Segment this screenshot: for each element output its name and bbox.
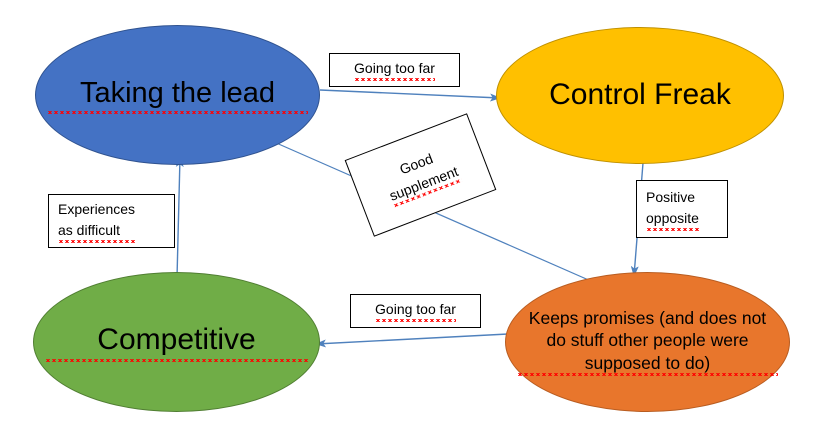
node-keeps-promises-label: Keeps promises (and does not do stuff ot… bbox=[517, 306, 778, 377]
edge-label-positive-opposite-text: Positive opposite bbox=[646, 186, 699, 232]
connector-taking-the-lead-to-keeps-promises bbox=[273, 141, 601, 286]
edge-label-going-too-far-bottom[interactable]: Going too far bbox=[350, 294, 481, 328]
node-control-freak-label: Control Freak bbox=[549, 78, 731, 112]
connector-keeps-promises-to-competitive bbox=[315, 333, 509, 348]
node-taking-the-lead-label: Taking the lead bbox=[47, 74, 308, 115]
node-competitive-label: Competitive bbox=[45, 321, 308, 362]
node-control-freak[interactable]: Control Freak bbox=[496, 27, 784, 164]
connector-competitive-to-taking-the-lead bbox=[175, 156, 184, 279]
connector-taking-the-lead-to-control-freak bbox=[319, 89, 501, 102]
edge-label-going-too-far-top-text: Going too far bbox=[354, 58, 435, 82]
node-taking-the-lead[interactable]: Taking the lead bbox=[35, 25, 320, 165]
edge-label-experiences-as-difficult[interactable]: Experiences as difficult bbox=[48, 194, 175, 248]
node-keeps-promises[interactable]: Keeps promises (and does not do stuff ot… bbox=[505, 272, 790, 412]
edge-label-experiences-as-difficult-text: Experiences as difficult bbox=[58, 198, 136, 244]
edge-label-going-too-far-top[interactable]: Going too far bbox=[329, 53, 460, 87]
edge-label-positive-opposite[interactable]: Positive opposite bbox=[636, 180, 728, 238]
node-competitive[interactable]: Competitive bbox=[33, 272, 320, 412]
edge-label-good-supplement-text: Good supplement bbox=[378, 141, 463, 209]
edge-label-going-too-far-bottom-text: Going too far bbox=[375, 299, 456, 323]
